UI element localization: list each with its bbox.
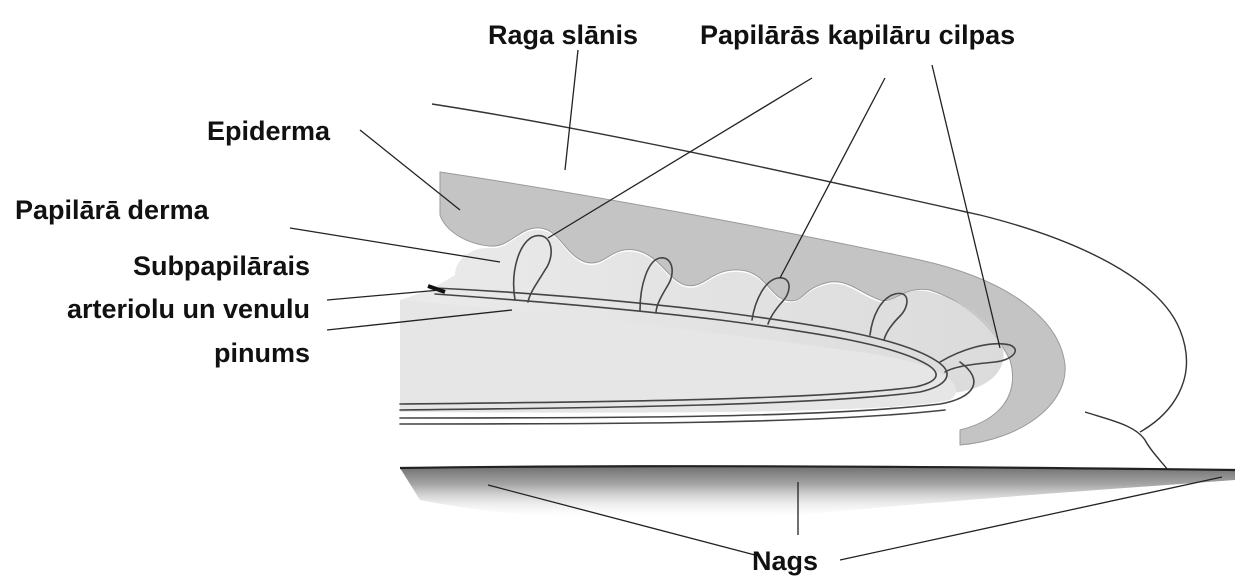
label-subpapilarais-line2: arteriolu un venulu	[67, 294, 310, 324]
label-papilaras-kapilaru-cilpas: Papilārās kapilāru cilpas	[700, 20, 1015, 50]
label-epiderma: Epiderma	[207, 116, 331, 146]
label-subpapilarais-line3: pinums	[214, 338, 310, 368]
label-papilara-derma: Papilārā derma	[15, 195, 210, 225]
label-nags: Nags	[752, 546, 818, 576]
nail-region	[400, 466, 1235, 520]
label-subpapilarais-line1: Subpapilārais	[133, 251, 310, 281]
label-raga-slanis: Raga slānis	[488, 20, 638, 50]
